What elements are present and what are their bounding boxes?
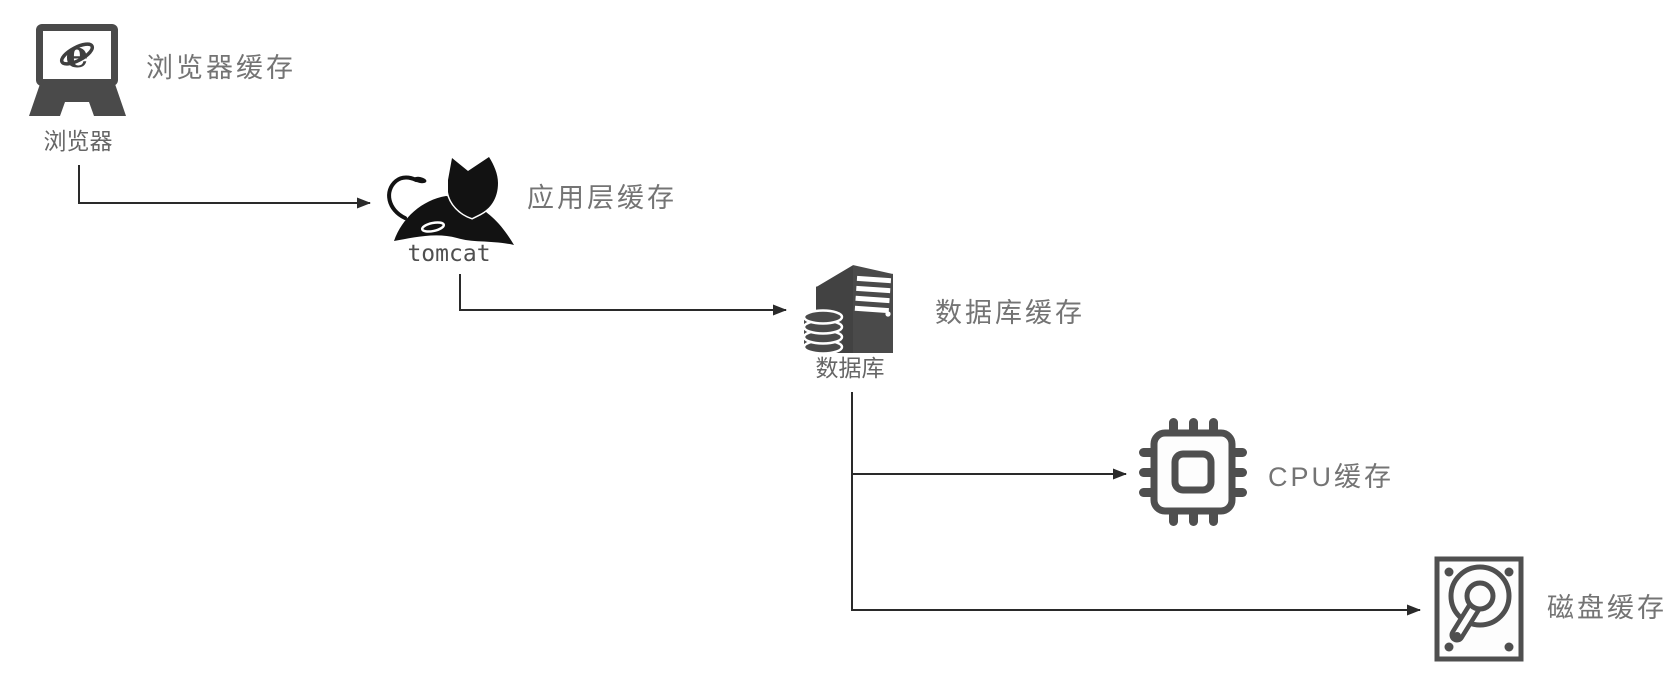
tomcat-cat-icon bbox=[387, 154, 514, 245]
database-cache-caption: 数据库缓存 bbox=[935, 298, 1085, 328]
disk-cache-caption: 磁盘缓存 bbox=[1547, 593, 1666, 623]
browser-node-label: 浏览器 bbox=[43, 128, 113, 154]
database-server-icon bbox=[802, 262, 894, 355]
tomcat-node-label: tomcat bbox=[407, 241, 491, 267]
browser-cache-caption: 浏览器缓存 bbox=[146, 53, 296, 83]
cpu-cache-caption: CPU缓存 bbox=[1268, 462, 1395, 492]
hard-disk-icon bbox=[1434, 556, 1524, 662]
database-node-label: 数据库 bbox=[815, 355, 885, 381]
arrow-database-to-disk bbox=[851, 392, 1421, 616]
app-layer-cache-caption: 应用层缓存 bbox=[527, 183, 677, 213]
laptop-ie-browser-icon: e bbox=[29, 24, 126, 116]
cpu-chip-icon bbox=[1139, 418, 1247, 526]
arrow-browser-to-tomcat bbox=[78, 165, 371, 209]
svg-text:e: e bbox=[66, 34, 89, 76]
arrow-tomcat-to-database bbox=[459, 274, 787, 316]
